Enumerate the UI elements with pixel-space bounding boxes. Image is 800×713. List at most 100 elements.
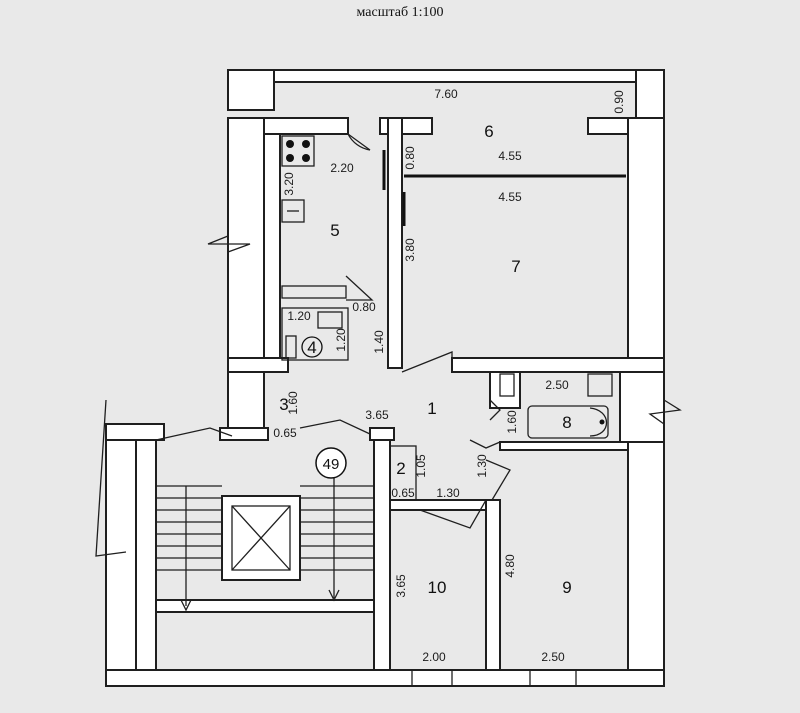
dim-hall-b2: 1.30	[475, 454, 489, 478]
room-number-1: 1	[427, 399, 436, 418]
balcony-rail	[227, 69, 665, 83]
dim-room7-top-a: 4.55	[498, 149, 522, 163]
room-number-10: 10	[428, 578, 447, 597]
room-number-5: 5	[330, 221, 339, 240]
stove	[281, 135, 315, 167]
pantry2-box	[389, 445, 417, 501]
room-number-2: 2	[396, 459, 405, 478]
balcony-left-post	[227, 69, 275, 111]
wc-basin	[317, 311, 343, 329]
dim-wc-height: 1.20	[334, 328, 348, 352]
dim-kitchen-top: 2.20	[330, 161, 354, 175]
kitchen-door	[347, 133, 371, 151]
apartment-number: 49	[323, 456, 340, 473]
stairs-left	[156, 485, 222, 571]
bath-wall-left	[489, 371, 521, 409]
room-number-6: 6	[484, 122, 493, 141]
room-number-3: 3	[279, 395, 288, 414]
dim-room9-side: 4.80	[503, 554, 517, 578]
room-numbers: 1 2 3 4 5 6 7 8 9 10 49	[279, 122, 571, 597]
burner-2	[302, 140, 310, 148]
balcony-right-post	[635, 69, 665, 123]
window-room9	[529, 669, 577, 687]
stair-top-wall-left	[105, 423, 165, 441]
elevator-cabin	[231, 505, 291, 571]
dim-wc-width: 1.20	[287, 309, 311, 323]
washbasin	[499, 373, 515, 397]
kitchen-sink	[281, 199, 305, 223]
bath-wall-right	[619, 371, 665, 443]
kitchen-door-arc	[347, 133, 371, 151]
bathtub	[527, 405, 609, 439]
stair-top-wall-mid	[219, 427, 269, 441]
kitchen-left-wall	[263, 133, 281, 369]
wc-room	[281, 307, 349, 361]
room9-top-wall	[499, 441, 629, 451]
room10-top-wall	[389, 499, 487, 511]
room-number-4: 4	[307, 338, 316, 357]
details	[95, 133, 682, 687]
apartment-number-circle	[315, 447, 347, 479]
bath-basin	[587, 373, 613, 397]
dim-hall-side: 1.40	[372, 330, 386, 354]
apartment-door	[299, 419, 371, 435]
wall-under-room7	[451, 357, 665, 373]
elevator-cross-2	[231, 505, 291, 571]
stair-up-arrow	[180, 599, 192, 612]
bathtub-end	[589, 407, 607, 437]
dim-room9-width: 2.50	[541, 650, 565, 664]
room10-door	[419, 499, 487, 529]
stair-left-wall	[105, 439, 137, 671]
burner-1	[286, 140, 294, 148]
room-number-8: 8	[562, 413, 571, 432]
stairs-right	[300, 485, 374, 571]
stair-down-arrow	[328, 589, 340, 602]
dim-bath-width: 2.50	[545, 378, 569, 392]
stair-right-wall	[373, 439, 391, 671]
dim-hall-b1: 1.30	[436, 486, 460, 500]
burner-4	[302, 154, 310, 162]
dim-pantry2-height: 1.05	[414, 454, 428, 478]
partition-kitchen-room7	[387, 117, 403, 369]
right-wall-upper	[627, 117, 665, 373]
right-wall-lower	[627, 441, 665, 671]
room4-circle	[301, 336, 323, 358]
dim-wc-side: 0.80	[352, 300, 376, 314]
wall-break-right	[648, 399, 682, 425]
wall-break-stair	[95, 399, 127, 557]
dim-kitchen-side: 3.20	[282, 172, 296, 196]
stair-landing-wall	[155, 599, 375, 613]
wall-under-wc	[227, 357, 289, 373]
wc-top-wall	[281, 285, 347, 299]
dim-room7-top-b: 4.55	[498, 190, 522, 204]
hall-wall-diag	[485, 459, 511, 501]
bathtub-drain	[599, 419, 605, 425]
stair-top-wall-right	[369, 427, 395, 441]
toilet-tank	[285, 335, 297, 359]
entry-door	[155, 427, 233, 441]
room9-door	[469, 439, 501, 449]
room-number-9: 9	[562, 578, 571, 597]
dim-bath-height: 1.60	[505, 410, 519, 434]
wc-door	[345, 275, 374, 301]
room7-door-swing	[401, 351, 453, 373]
dim-hall-width: 3.65	[365, 408, 389, 422]
bottom-wall	[105, 669, 665, 687]
room-number-7: 7	[511, 257, 520, 276]
dim-top-width: 7.60	[434, 87, 458, 101]
left-wall-upper	[227, 117, 265, 369]
scale-label: масштаб 1:100	[357, 5, 444, 20]
window-room10	[411, 669, 453, 687]
burner-3	[286, 154, 294, 162]
dim-room10-width: 2.00	[422, 650, 446, 664]
dim-pantry3-width: 0.65	[273, 426, 297, 440]
stair-left-inner	[135, 439, 157, 671]
dim-room7-side: 3.80	[403, 238, 417, 262]
dim-balcony-depth: 0.90	[612, 90, 626, 114]
walls	[105, 69, 665, 687]
dimensions: 7.60 0.90 2.20 3.20 0.80 4.55 4.55 3.80 …	[273, 87, 626, 664]
bath-door	[489, 399, 501, 421]
dim-room10-side: 3.65	[394, 574, 408, 598]
